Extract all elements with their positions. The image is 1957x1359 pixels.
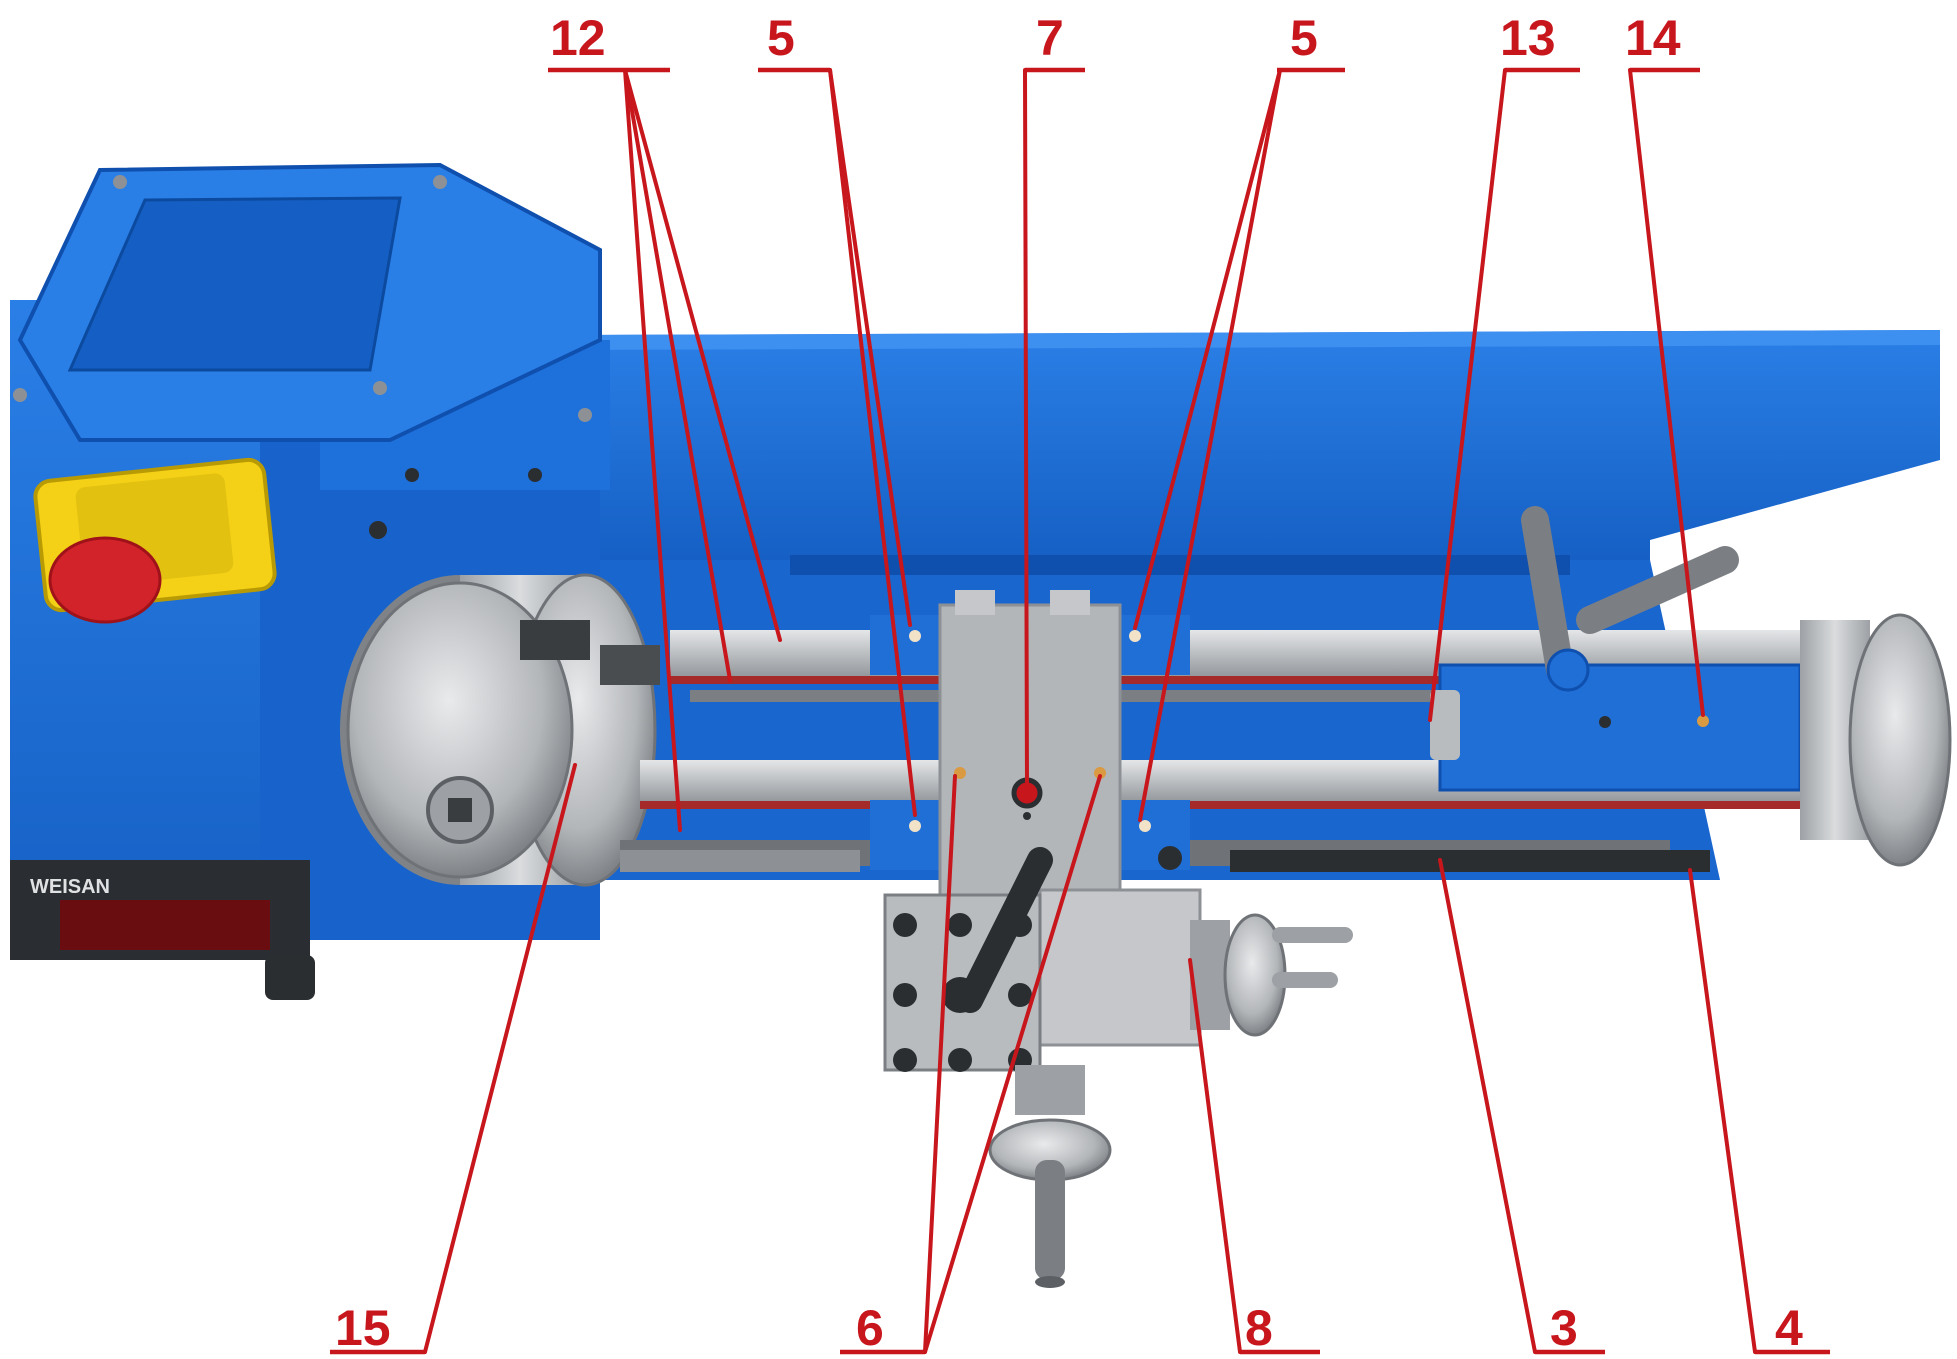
callout-label-8: 8: [1245, 1300, 1273, 1356]
callout-5-left: 5: [758, 10, 917, 817]
gear-cover-window: [67, 196, 402, 372]
saddle: [870, 615, 1190, 870]
chuck: [340, 573, 660, 887]
brand-plate: WEISAN: [30, 876, 110, 898]
callout-label-12: 12: [550, 10, 606, 66]
tool-post: [883, 847, 1053, 1072]
lead-screw: [1230, 850, 1710, 872]
callout-5-right: 5: [1133, 10, 1345, 822]
emergency-stop-switch: [33, 457, 277, 624]
callout-label-5-right: 5: [1290, 10, 1318, 66]
callout-14: 14: [1625, 10, 1705, 717]
callout-label-13: 13: [1500, 10, 1556, 66]
callout-label-3: 3: [1550, 1300, 1578, 1356]
compound-slide: [1038, 888, 1353, 1047]
bed-tray-inner: [790, 555, 1570, 575]
tailstock-handwheel: [1848, 613, 1952, 867]
stop-button: [48, 536, 162, 624]
callout-label-7: 7: [1036, 10, 1064, 66]
tool-post-handle: [957, 847, 1053, 1013]
callout-12: 12: [548, 10, 782, 832]
callout-6: 6: [840, 774, 1102, 1356]
callout-7: 7: [1023, 10, 1085, 792]
callout-label-4: 4: [1775, 1300, 1803, 1356]
control-panel: WEISAN: [10, 860, 315, 1000]
callout-label-14: 14: [1625, 10, 1681, 66]
callout-label-5-left: 5: [767, 10, 795, 66]
cross-slide: [938, 590, 1122, 897]
callout-15: 15: [330, 763, 577, 1356]
chip-guard-top-edge: [580, 330, 1940, 350]
callout-3: 3: [1438, 858, 1605, 1356]
callouts: 12 5 7 5 13: [330, 10, 1830, 1356]
callout-4: 4: [1688, 868, 1830, 1356]
callout-8: 8: [1188, 958, 1320, 1356]
callout-13: 13: [1428, 10, 1580, 722]
cross-feed-handwheel: [988, 1065, 1112, 1288]
lathe-illustration: WEISAN: [10, 162, 1952, 1288]
callout-label-15: 15: [335, 1300, 391, 1356]
tailstock: [1430, 506, 1952, 867]
callout-label-6: 6: [856, 1300, 884, 1356]
chip-guard: [580, 330, 1940, 565]
